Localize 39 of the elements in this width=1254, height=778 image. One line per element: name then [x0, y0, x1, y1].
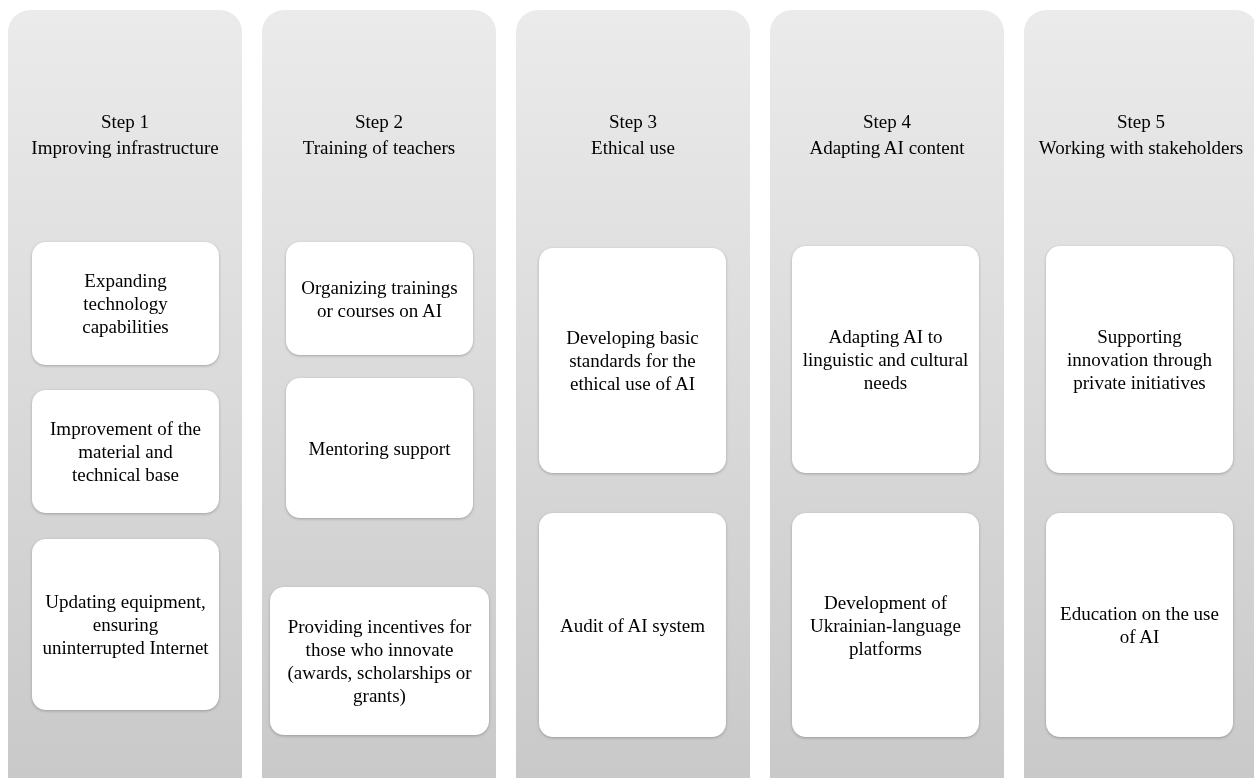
action-card: [32, 242, 219, 365]
action-text: Providing incentives for those who innovate (awards, scholarships or grants): [286, 615, 473, 707]
action-card: [539, 248, 726, 473]
step-number: Step 2: [354, 110, 404, 133]
step-title: Training of teachers: [301, 136, 457, 159]
action-text: Improvement of the material and technical base: [49, 417, 202, 486]
action-card: [792, 246, 979, 473]
action-text: Organizing trainings or courses on AI: [300, 275, 459, 322]
action-card: [286, 378, 473, 518]
step-number: Step 5: [1116, 110, 1166, 133]
step-column: [516, 10, 750, 778]
step-title: Adapting AI content: [808, 136, 966, 159]
action-card: [1046, 246, 1233, 473]
step-number: Step 4: [862, 110, 912, 133]
action-card: [539, 513, 726, 737]
action-card: [286, 242, 473, 355]
step-column: [262, 10, 496, 778]
action-text: Audit of AI system: [559, 613, 706, 637]
step-number: Step 1: [100, 110, 150, 133]
step-column: [8, 10, 242, 778]
action-card: [792, 513, 979, 737]
action-card: [1046, 513, 1233, 737]
action-text: Development of Ukrainian-language platforms: [809, 590, 962, 660]
step-title: Working with stakeholders: [1037, 136, 1245, 159]
step-column: [770, 10, 1004, 778]
step-number: Step 3: [608, 110, 658, 133]
action-text: Updating equipment, ensuring uninterrupted Internet: [42, 590, 209, 659]
action-card: [32, 539, 219, 710]
action-card: [270, 587, 489, 735]
action-text: Education on the use of AI: [1059, 602, 1220, 648]
action-text: Expanding technology capabilities: [81, 269, 170, 338]
step-title: Ethical use: [590, 136, 676, 159]
action-card: [32, 390, 219, 513]
action-text: Adapting AI to linguistic and cultural needs: [802, 325, 969, 394]
step-title: Improving infrastructure: [30, 136, 220, 159]
action-text: Supporting innovation through private initiatives: [1065, 325, 1214, 394]
action-text: Developing basic standards for the ethical use of AI: [565, 326, 700, 395]
step-column: [1024, 10, 1254, 778]
action-text: Mentoring support: [308, 436, 451, 460]
